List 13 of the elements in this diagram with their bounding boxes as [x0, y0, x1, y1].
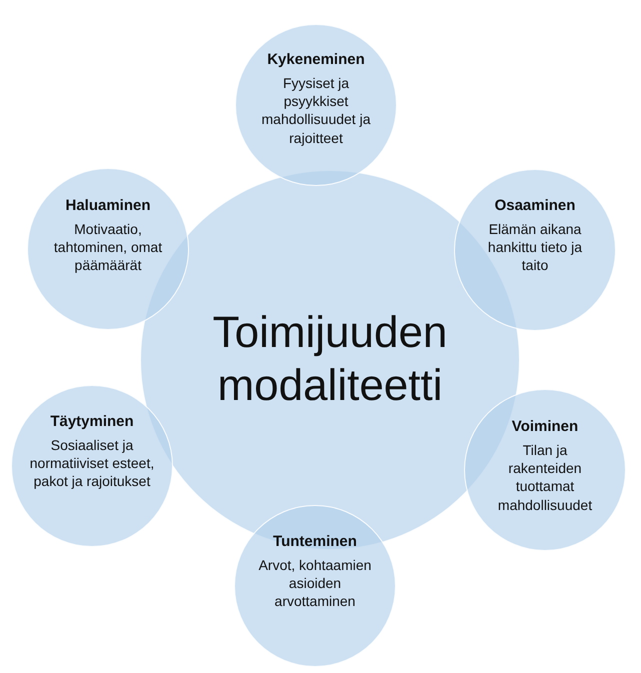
- circle-description: Tilan ja rakenteiden tuottamat mahdollisuudet: [496, 441, 594, 514]
- circle-heading: Voiminen: [512, 418, 578, 435]
- circle-heading: Täytyminen: [50, 413, 134, 430]
- circle-heading: Tunteminen: [273, 533, 357, 550]
- circle-heading: Kykeneminen: [267, 51, 365, 68]
- circle-heading: Osaaminen: [494, 197, 576, 214]
- circle-description: Sosiaaliset ja normatiiviset esteet, pakot ja rajoitukset: [28, 436, 156, 491]
- circle-description: Arvot, kohtaamien asioiden arvottaminen: [258, 556, 372, 611]
- circle-heading: Haluaminen: [65, 197, 151, 214]
- circle-description: Elämän aikana hankittu tieto ja taito: [486, 220, 584, 275]
- circle-description: Fyysiset ja psyykkiset mahdollisuudet ja rajoitteet: [260, 74, 372, 147]
- center-title: Toimijuuden modaliteetti: [212, 307, 448, 412]
- circle-description: Motivaatio, tahtominen, omat päämäärät: [52, 220, 164, 275]
